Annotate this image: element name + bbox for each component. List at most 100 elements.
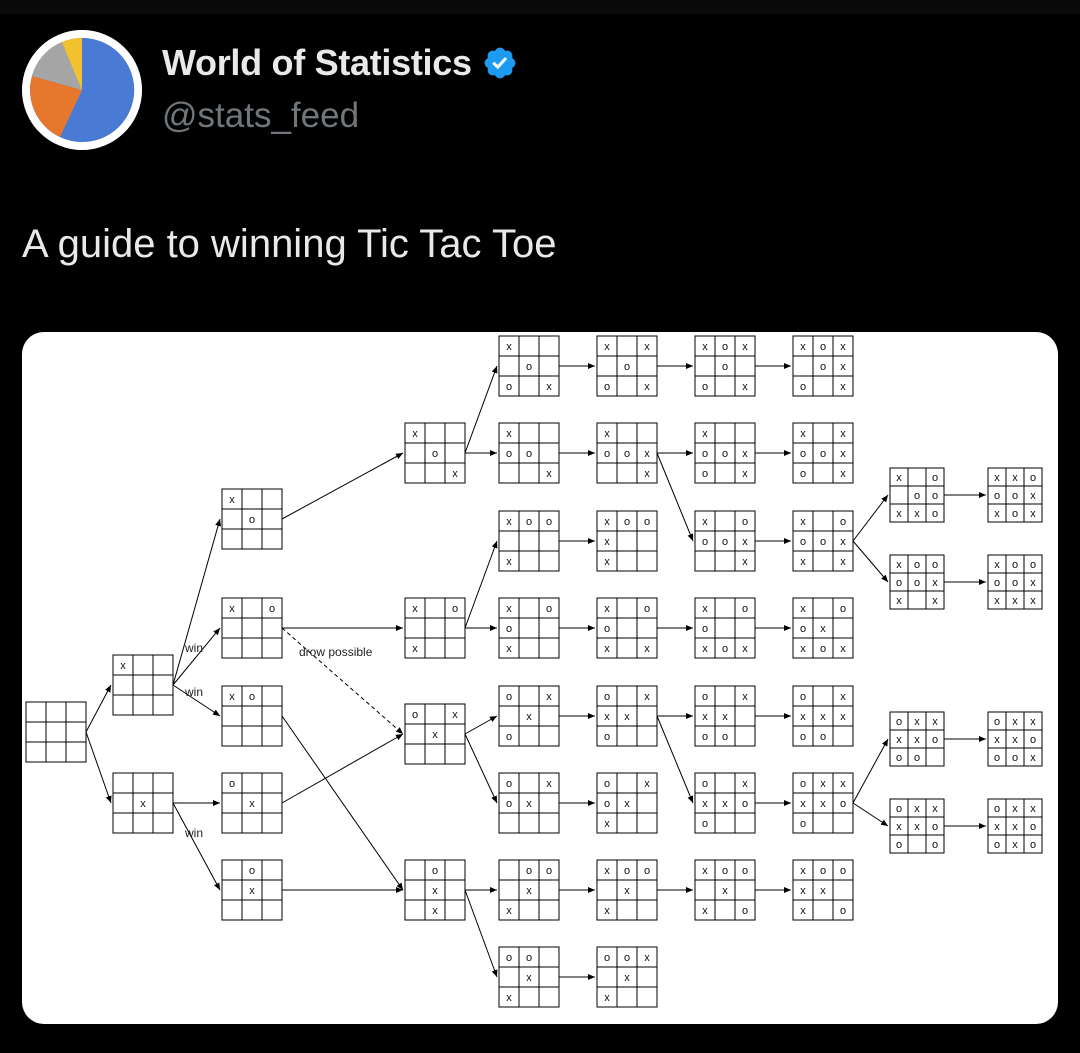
board-mark: o [506, 731, 512, 743]
board-mark: o [1012, 752, 1018, 764]
tree-edge [656, 452, 694, 542]
board-mark: o [914, 577, 920, 589]
board-mark: x [604, 536, 610, 548]
board-mark: x [604, 711, 610, 723]
board-mark: o [820, 448, 826, 460]
top-bar [0, 0, 1080, 14]
board-mark: x [644, 381, 650, 393]
board-mark: o [526, 361, 532, 373]
board-mark: o [702, 731, 708, 743]
board-mark: x [800, 885, 806, 897]
board-mark: o [526, 516, 532, 528]
author-name[interactable]: World of Statistics [162, 42, 472, 83]
board-mark: o [932, 472, 938, 484]
board-mark: x [644, 691, 650, 703]
board-mark: o [702, 691, 708, 703]
board-mark: x [994, 559, 1000, 571]
board-mark: x [644, 448, 650, 460]
board-mark: o [249, 514, 255, 526]
board-mark: x [840, 536, 846, 548]
board-b11: oxx [404, 859, 466, 921]
board-mark: x [820, 885, 826, 897]
board-mark: o [840, 865, 846, 877]
board-b0 [25, 701, 87, 763]
board-mark: o [896, 716, 902, 728]
board-mark: x [1012, 803, 1018, 815]
board-mark: o [702, 623, 708, 635]
board-mark: o [722, 448, 728, 460]
tree-edge [464, 540, 498, 629]
board-mark: x [800, 711, 806, 723]
verified-badge-icon [484, 47, 516, 79]
board-mark: x [546, 691, 552, 703]
win-label-1: win [184, 641, 203, 655]
board-mark: o [624, 865, 630, 877]
board-mark: x [604, 643, 610, 655]
board-mark: x [1012, 472, 1018, 484]
board-mark: o [800, 623, 806, 635]
board-mark: x [702, 516, 708, 528]
board-mark: o [604, 448, 610, 460]
board-mark: x [526, 711, 532, 723]
tree-edge [464, 365, 498, 454]
board-mark: o [506, 952, 512, 964]
board-mark: x [742, 448, 748, 460]
board-mark: o [1030, 734, 1036, 746]
board-mark: x [800, 428, 806, 440]
board-mark: x [820, 711, 826, 723]
board-mark: x [249, 798, 255, 810]
board-mark: x [742, 536, 748, 548]
board-mark: o [896, 839, 902, 851]
avatar[interactable] [22, 30, 142, 150]
board-mark: x [742, 556, 748, 568]
tree-edge [172, 802, 221, 891]
board-mark: o [932, 508, 938, 520]
board-mark: x [994, 821, 1000, 833]
board-mark: x [624, 711, 630, 723]
board-mark: o [546, 603, 552, 615]
tree-edge [464, 715, 498, 735]
board-mark: o [722, 731, 728, 743]
board-mark: x [229, 691, 235, 703]
board-mark: o [546, 516, 552, 528]
board-mark: x [742, 341, 748, 353]
board-mark: x [1030, 595, 1036, 607]
board-mark: x [1030, 508, 1036, 520]
board-mark: x [800, 865, 806, 877]
board-mark: o [249, 691, 255, 703]
tree-edge [281, 715, 404, 891]
board-mark: x [840, 778, 846, 790]
board-mark: x [800, 341, 806, 353]
board-mark: x [604, 818, 610, 830]
board-mark: x [249, 885, 255, 897]
tree-edge [852, 738, 889, 804]
board-mark: x [932, 716, 938, 728]
board-mark: x [546, 468, 552, 480]
board-mark: o [840, 603, 846, 615]
author-handle[interactable]: @stats_feed [162, 96, 360, 135]
board-mark: o [432, 448, 438, 460]
board-mark: o [1030, 559, 1036, 571]
board-mark: x [702, 711, 708, 723]
board-mark: o [914, 559, 920, 571]
board-mark: o [624, 516, 630, 528]
board-mark: o [994, 716, 1000, 728]
board-mark: o [932, 490, 938, 502]
board-mark: o [604, 381, 610, 393]
board-mark: x [702, 865, 708, 877]
board-mark: o [932, 734, 938, 746]
